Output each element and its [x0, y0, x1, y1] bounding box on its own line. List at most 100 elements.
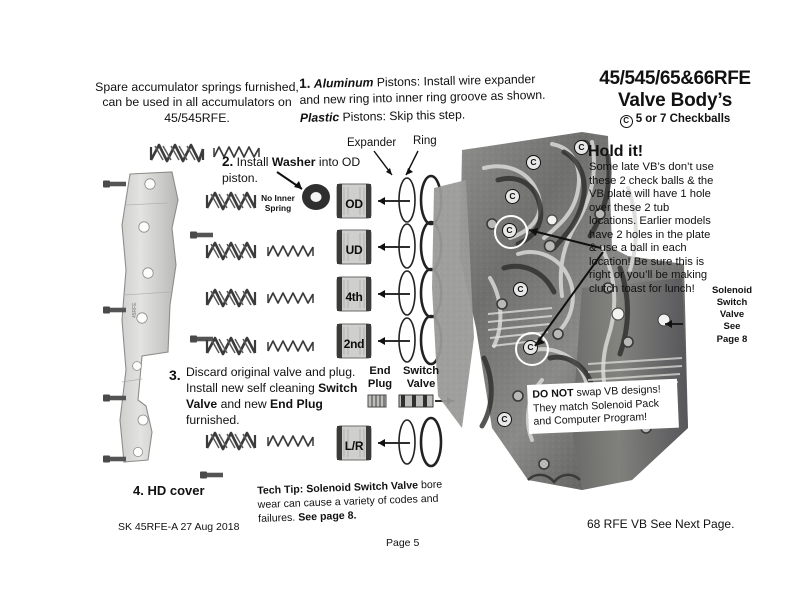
step-1-plastic-lead: Plastic [299, 109, 340, 125]
step-1-instruction: 1. Aluminum Pistons: Install wire expand… [299, 70, 550, 127]
step-2-text-c: into OD piston. [222, 155, 361, 185]
piston-label-od: OD [345, 196, 363, 211]
step-2-text-b: Washer [271, 155, 316, 169]
fourth-inner-spring [266, 289, 318, 307]
ud-accumulator-spring [204, 238, 260, 264]
checkball-highlight-ring-a [494, 215, 528, 249]
bolt-icon [190, 228, 216, 246]
piston-od-arrow [378, 197, 410, 205]
ring-expander-ud [398, 223, 416, 269]
step-2-text-a: Install [236, 155, 272, 169]
bolt-icon [103, 452, 129, 470]
do-not-swap-warning: DO NOT swap VB designs! They match Solen… [527, 378, 679, 434]
label-switch-valve: Switch Valve [402, 365, 440, 390]
document-id-footer: SK 45RFE-A 27 Aug 2018 [118, 521, 240, 533]
piston-od: OD [334, 182, 374, 225]
piston-lr-arrow [378, 439, 410, 447]
hold-it-body: Some late VB’s don’t use these 2 check b… [589, 161, 714, 295]
piston-label-lr: L/R [344, 438, 364, 453]
bolt-icon [103, 303, 129, 321]
ring-expander-lr [398, 419, 416, 465]
step-3-text-a: Discard original valve and plug. Install… [186, 365, 356, 395]
lr-inner-spring [266, 432, 318, 450]
ssv-line-5: Page 8 [716, 333, 748, 345]
checkball-marker-4: C [513, 282, 528, 297]
checkball-legend-text: 5 or 7 Checkballs [635, 113, 731, 125]
checkball-marker-highlight-b: C [523, 340, 538, 355]
spare-springs-note: Spare accumulator springs furnished, can… [95, 80, 299, 125]
piston-ud-arrow [378, 243, 410, 251]
step-2-instruction: 2. Install Washer into OD piston. [222, 154, 372, 186]
step-3-text-b: Switch Valve [186, 380, 358, 411]
hd-cover-plate: 45RFE [112, 170, 202, 470]
washer-pointer-arrow [276, 171, 303, 190]
checkball-marker-highlight-a: C [502, 223, 517, 238]
ssv-line-1: Solenoid [711, 285, 753, 296]
piston-4th-arrow [378, 290, 410, 298]
accumulator-spring-large [148, 140, 206, 166]
page-number-footer: Page 5 [386, 537, 420, 549]
checkball-marker-1: C [505, 189, 520, 204]
expander-leader-line [373, 150, 419, 176]
accumulator-spring-small [212, 143, 262, 161]
bolt-icon [190, 332, 216, 350]
page-subtitle: Valve Body’s [617, 90, 733, 111]
hold-it-title: Hold it! [588, 143, 644, 160]
ring-seal-lr [419, 416, 443, 468]
warning-bold-lead: DO NOT [532, 387, 574, 401]
step-4-label: HD cover [147, 483, 205, 498]
ssv-line-3: Valve [719, 309, 745, 321]
step-1-line2: Pistons: Skip this step. [339, 107, 466, 124]
end-plug-part [366, 392, 388, 415]
tech-tip-see-page: See page 8. [297, 509, 357, 524]
tech-tip-note: Tech Tip: Solenoid Switch Valve bore wea… [257, 478, 458, 526]
label-no-inner-spring: No Inner Spring [261, 193, 295, 213]
ssv-line-4: See [723, 321, 741, 333]
step-3-text-e: furnished. [186, 412, 240, 427]
second-inner-spring [266, 337, 318, 355]
ssv-pointer-arrow [665, 320, 683, 328]
fourth-accumulator-spring [204, 285, 260, 311]
bolt-icon [103, 391, 129, 409]
checkball-symbol-icon: C [619, 115, 633, 128]
holdit-pointer-lines [528, 228, 604, 347]
second-accumulator-spring [204, 333, 260, 359]
label-expander: Expander [347, 137, 397, 149]
step-4-number: 4. [133, 483, 144, 498]
svg-text:45RFE: 45RFE [132, 302, 138, 318]
page-title: 45/545/65&66RFE [599, 68, 751, 89]
bolt-icon [103, 177, 129, 195]
checkball-marker-5: C [497, 412, 512, 427]
piston-label-2nd: 2nd [343, 336, 365, 351]
piston-label-ud: UD [345, 242, 363, 257]
next-page-note: 68 RFE VB See Next Page. [587, 517, 735, 531]
step-1-lead: Aluminum [313, 75, 374, 91]
solenoid-switch-valve-label: Solenoid Switch Valve See Page 8 [672, 285, 792, 346]
lr-accumulator-spring [204, 428, 260, 454]
step-4-instruction: 4. HD cover [133, 483, 205, 498]
piston-label-4th: 4th [345, 289, 363, 304]
od-accumulator-spring [204, 188, 260, 214]
checkball-marker-3: C [574, 140, 589, 155]
ring-expander-4th [398, 270, 416, 316]
checkball-marker-2: C [526, 155, 541, 170]
piston-ud: UD [334, 228, 374, 271]
washer-icon [301, 183, 331, 216]
piston-lr: L/R [334, 424, 374, 467]
ring-expander-od [398, 177, 416, 223]
bolt-icon [200, 468, 226, 486]
ud-inner-spring [266, 242, 318, 260]
step-1-number: 1. [299, 75, 311, 91]
piston-2nd-arrow [378, 337, 410, 345]
piston-4th: 4th [334, 275, 374, 318]
step-2-number: 2. [222, 154, 234, 169]
step-3-instruction: 3. Discard original valve and plug. Inst… [169, 365, 366, 428]
ring-expander-2nd [398, 317, 416, 363]
tech-tip-lead: Tech Tip: [257, 483, 304, 497]
piston-2nd: 2nd [334, 322, 374, 365]
switch-valve-part [398, 392, 434, 415]
step-3-text-d: End Plug [270, 396, 323, 411]
checkball-highlight-ring-b [515, 332, 549, 366]
